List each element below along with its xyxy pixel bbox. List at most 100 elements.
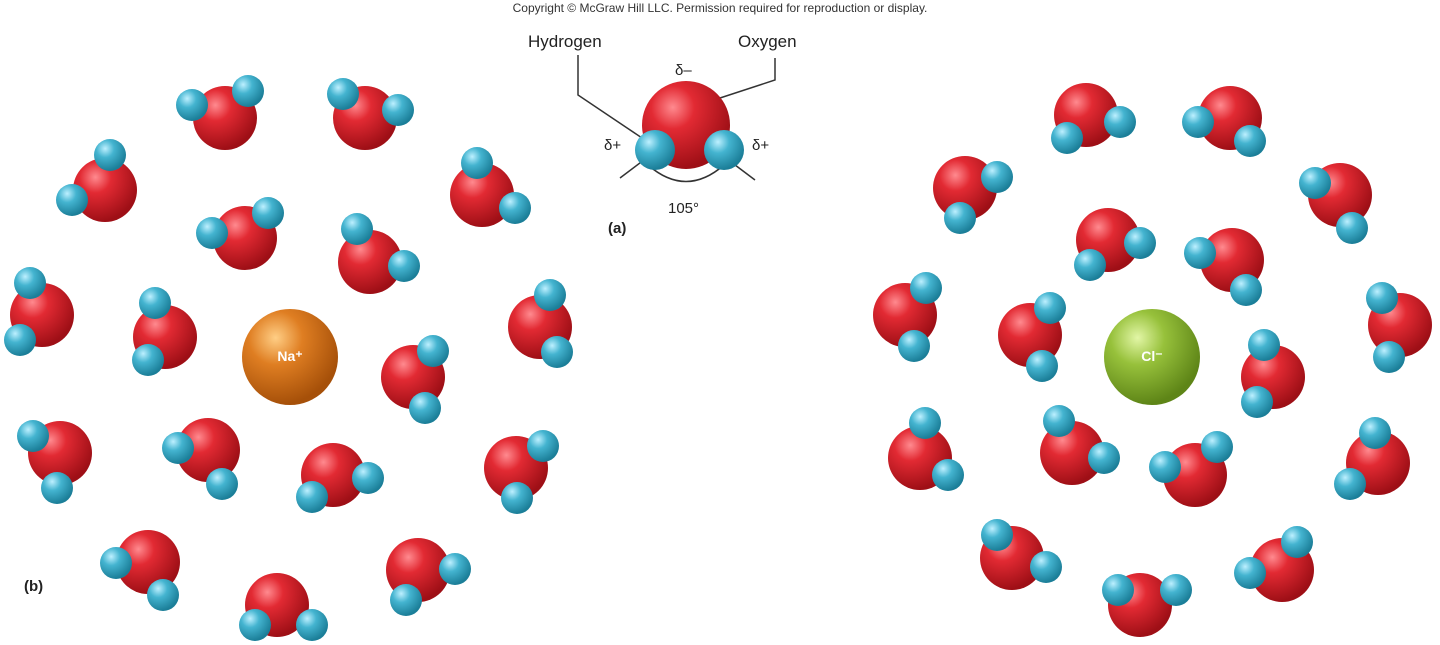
hydrogen-atom [239,609,271,641]
hydrogen-atom [1026,350,1058,382]
hydrogen-atom [56,184,88,216]
water-molecule [4,267,74,356]
hydrogen-atom [162,432,194,464]
hydrogen-atom [296,609,328,641]
water-molecule [196,197,284,270]
hydrogen-atom [1160,574,1192,606]
chloride-ion-label: Cl⁻ [1141,348,1163,364]
bond-angle-label: 105° [668,200,700,217]
hydrogen-atom [139,287,171,319]
hydrogen-atom [4,324,36,356]
water-molecule [56,139,137,222]
hydrogen-atom [1234,125,1266,157]
oxygen-label: Oxygen [738,32,797,51]
water-molecule [132,287,197,376]
hydrogen-atom [1043,405,1075,437]
water-molecule [381,335,449,424]
hydrogen-atom [1373,341,1405,373]
water-molecule [1182,86,1266,157]
hydrogen-atom [1336,212,1368,244]
water-molecule [1040,405,1120,485]
water-molecule [1234,526,1314,602]
water-molecule [933,156,1013,234]
water-molecule [100,530,180,611]
water-molecule [450,147,531,227]
sodium-ion [242,309,338,405]
water-molecule [1102,573,1192,637]
water-molecule [17,420,92,504]
water-molecule [1366,282,1432,373]
water-molecule [162,418,240,500]
hydrogen-atom [232,75,264,107]
hydrogen-leader-line [577,55,646,141]
hydrogen-atom [100,547,132,579]
delta-plus-right-label: δ+ [752,137,770,154]
hydrogen-atom [1359,417,1391,449]
panel-a-label: (a) [608,220,627,237]
hydrogen-atom [41,472,73,504]
water-molecule [980,519,1062,590]
delta-plus-left-label: δ+ [604,137,622,154]
water-molecule [239,573,328,641]
hydrogen-atom [527,430,559,462]
hydrogen-label: Hydrogen [528,32,602,51]
hydrogen-atom [1248,329,1280,361]
water-molecule [1241,329,1305,418]
hydrogen-atom [1281,526,1313,558]
chloride-ion [1104,309,1200,405]
hydrogen-atom [1030,551,1062,583]
oxygen-leader-line [719,58,776,99]
hydrogen-atom [296,481,328,513]
sodium-ion-label: Na⁺ [277,348,303,364]
ions [242,309,1200,405]
hydrogen-atom [499,192,531,224]
labeled-water-molecule [635,81,744,170]
hydrogen-atom [1149,451,1181,483]
hydrogen-atom [147,579,179,611]
water-molecule [873,272,942,362]
hydrogen-atom [1234,557,1266,589]
hydrogen-atom [439,553,471,585]
water-molecule [1184,228,1264,306]
water-molecule [296,443,384,513]
hydrogen-atom [635,130,675,170]
hydrogen-atom [17,420,49,452]
hydrogen-atom [910,272,942,304]
hydrogen-atom [898,330,930,362]
hydrogen-atom [1334,468,1366,500]
hydrogen-atom [461,147,493,179]
hydrogen-atom [94,139,126,171]
hydrogen-atom [206,468,238,500]
hydrogen-atom [382,94,414,126]
oxygen-atom [338,230,402,294]
oxygen-atom [450,163,514,227]
copyright-notice: Copyright © McGraw Hill LLC. Permission … [512,1,928,15]
hydrogen-atom [1088,442,1120,474]
hydrogen-atom [541,336,573,368]
hydrogen-atom [352,462,384,494]
oxygen-atom [73,158,137,222]
hydrogen-atom [1299,167,1331,199]
water-molecule [1051,83,1136,154]
oxygen-atom [176,418,240,482]
water-molecule [1074,208,1156,281]
hydrogen-atom [1034,292,1066,324]
hydrogen-atom [1241,386,1273,418]
hydrogen-atom [341,213,373,245]
hydrogen-atom [981,161,1013,193]
delta-minus-label: δ– [675,62,692,79]
water-molecule [386,538,471,616]
hydrogen-atom [501,482,533,514]
hydrogen-atom [388,250,420,282]
hydrogen-atom [390,584,422,616]
hydrogen-atom [1102,574,1134,606]
hydrogen-atom [1104,106,1136,138]
hydrogen-atom [944,202,976,234]
water-molecules [4,75,1432,641]
hydrogen-atom [981,519,1013,551]
hydrogen-atom [932,459,964,491]
hydrogen-atom [327,78,359,110]
hydrogen-atom [196,217,228,249]
hydrogen-atom [1230,274,1262,306]
